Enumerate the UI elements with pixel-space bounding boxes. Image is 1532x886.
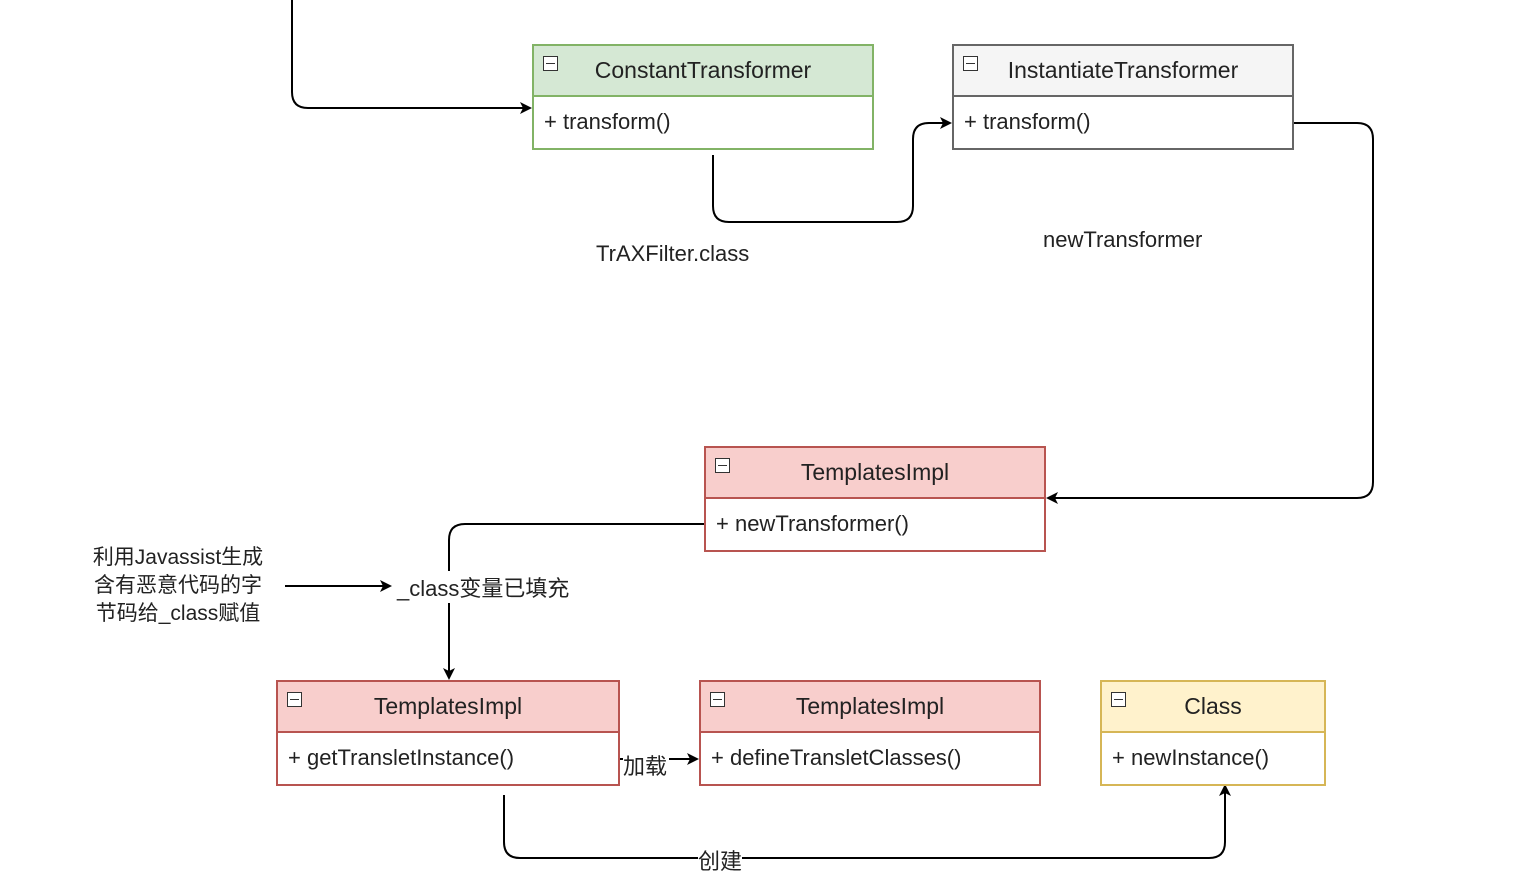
class-method: + transform() bbox=[534, 97, 872, 147]
collapse-icon[interactable] bbox=[715, 458, 730, 473]
class-header: TemplatesImpl bbox=[701, 682, 1039, 733]
note-line-2: 含有恶意代码的字 bbox=[94, 574, 262, 597]
create-label: 创建 bbox=[698, 844, 743, 876]
note-line-1: 利用Javassist生成 bbox=[92, 546, 264, 569]
class-method: + newTransformer() bbox=[706, 499, 1044, 549]
class-class[interactable]: Class + newInstance() bbox=[1100, 680, 1326, 786]
class-header: ConstantTransformer bbox=[534, 46, 872, 97]
collapse-icon[interactable] bbox=[1111, 692, 1126, 707]
edge-create bbox=[503, 784, 1231, 859]
class-name: Class bbox=[1184, 693, 1242, 719]
class-name: TemplatesImpl bbox=[373, 693, 523, 719]
class-header: TemplatesImpl bbox=[706, 448, 1044, 499]
class-name: ConstantTransformer bbox=[594, 57, 812, 83]
note-line-3: 节码给_class赋值 bbox=[95, 602, 261, 625]
class-method: + transform() bbox=[954, 97, 1292, 147]
javassist-note: 利用Javassist生成 含有恶意代码的字 节码给_class赋值 bbox=[78, 544, 278, 628]
instantiate-transformer-class[interactable]: InstantiateTransformer + transform() bbox=[952, 44, 1294, 150]
collapse-icon[interactable] bbox=[710, 692, 725, 707]
edge-instantiate-to-templates bbox=[1046, 122, 1374, 504]
edge-newtransformer-to-gettransletinstance bbox=[443, 523, 705, 680]
class-filled-label: _class变量已填充 bbox=[397, 571, 570, 603]
collapse-icon[interactable] bbox=[287, 692, 302, 707]
constant-transformer-class[interactable]: ConstantTransformer + transform() bbox=[532, 44, 874, 150]
traxfilter-label: TrAXFilter.class bbox=[596, 241, 750, 266]
templates-impl-gettransletinstance-class[interactable]: TemplatesImpl + getTransletInstance() bbox=[276, 680, 620, 786]
class-header: TemplatesImpl bbox=[278, 682, 618, 733]
collapse-icon[interactable] bbox=[543, 56, 558, 71]
class-name: TemplatesImpl bbox=[795, 693, 945, 719]
edge-constant-to-instantiate bbox=[712, 117, 952, 223]
class-method: + defineTransletClasses() bbox=[701, 733, 1039, 783]
newtransformer-label: newTransformer bbox=[1043, 227, 1203, 252]
class-header: InstantiateTransformer bbox=[954, 46, 1292, 97]
collapse-icon[interactable] bbox=[963, 56, 978, 71]
class-method: + newInstance() bbox=[1102, 733, 1324, 783]
class-name: InstantiateTransformer bbox=[1007, 57, 1239, 83]
class-header: Class bbox=[1102, 682, 1324, 733]
class-method: + getTransletInstance() bbox=[278, 733, 618, 783]
class-name: TemplatesImpl bbox=[800, 459, 950, 485]
load-label: 加载 bbox=[623, 749, 670, 781]
templates-impl-newtransformer-class[interactable]: TemplatesImpl + newTransformer() bbox=[704, 446, 1046, 552]
templates-impl-definetransletclasses-class[interactable]: TemplatesImpl + defineTransletClasses() bbox=[699, 680, 1041, 786]
edge-into-constant-transformer bbox=[291, 0, 532, 114]
